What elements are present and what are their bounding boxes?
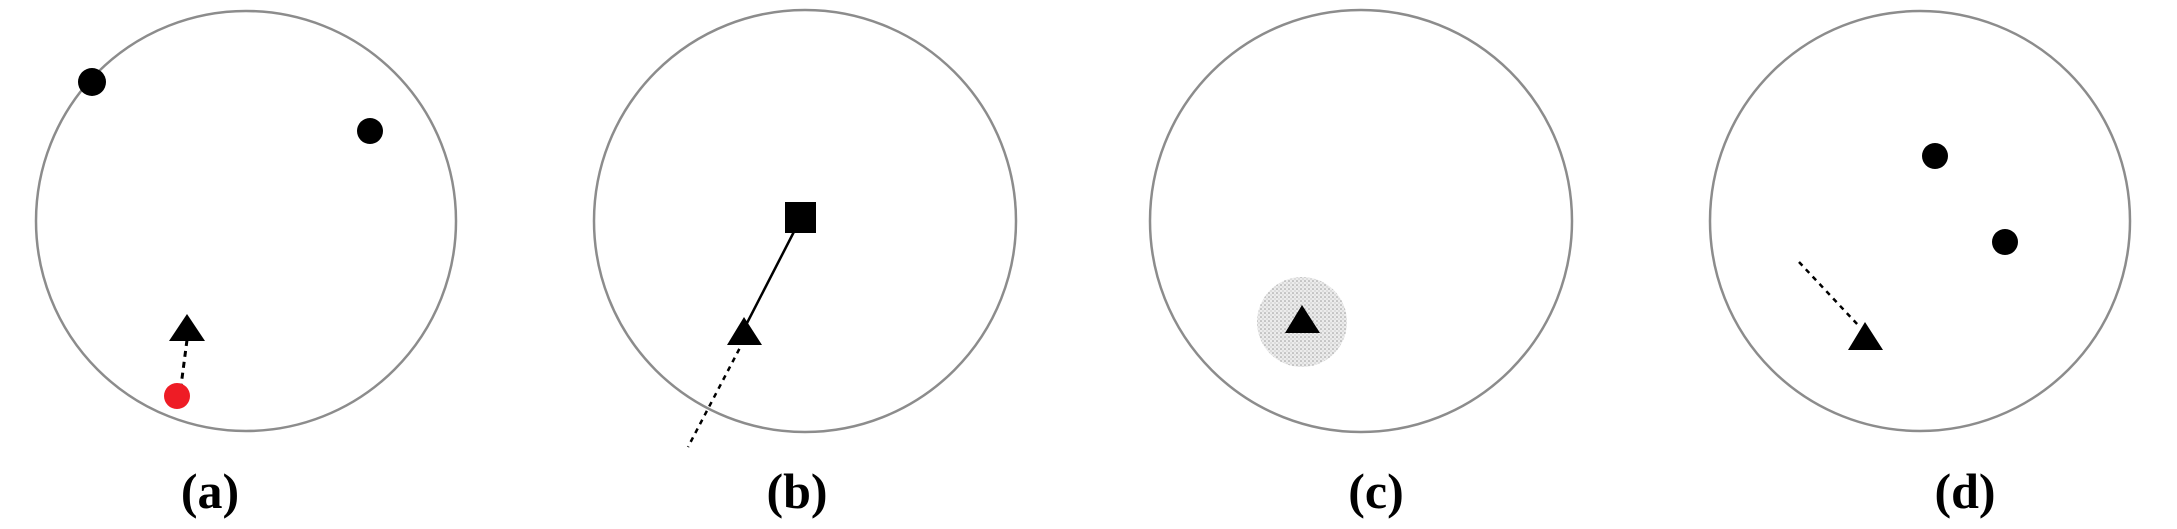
panel-c-black-triangle [1285,305,1320,333]
panel-d-black-dot-2 [1992,229,2018,255]
panel-d-boundary-circle [1708,9,2132,433]
panel-d-black-triangle [1848,322,1883,350]
panel-a-label: (a) [181,463,239,519]
panel-d: (d) [1708,9,2132,519]
panel-a-dashed-connector [179,339,189,387]
panel-b-black-triangle [727,317,762,345]
panel-a: (a) [34,9,458,519]
panel-a-boundary-circle [34,9,458,433]
panel-b: (b) [592,8,1018,519]
panel-c: (c) [1148,8,1574,519]
panel-d-dashed-connector [1798,261,1859,326]
panel-a-red-dot [164,383,190,409]
panel-c-label: (c) [1348,463,1404,519]
panel-a-black-dot-1 [78,68,106,96]
panel-d-black-dot-1 [1922,143,1948,169]
panel-b-solid-connector [744,219,802,326]
panel-b-label: (b) [766,463,827,519]
panel-b-black-square [785,202,816,233]
panel-a-black-triangle [169,314,205,341]
panel-d-label: (d) [1934,463,1995,519]
panel-a-black-dot-2 [357,118,383,144]
panel-b-boundary-circle [592,8,1018,434]
panel-c-boundary-circle [1148,8,1574,434]
panel-b-dashed-connector [686,339,746,448]
